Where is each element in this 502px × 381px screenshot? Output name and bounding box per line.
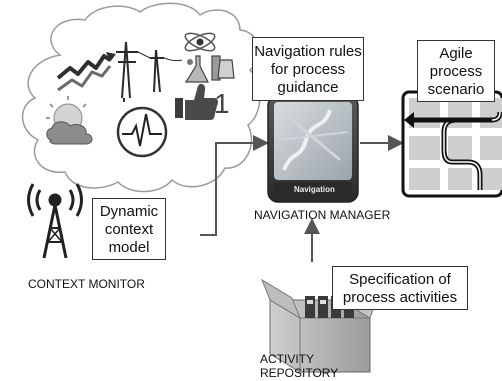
navigation-rules-box: Navigation rules for process guidance: [252, 37, 364, 101]
connector-context-to-navigation: [200, 135, 269, 236]
weather-icon: [46, 96, 93, 145]
antenna-icon: [27, 183, 83, 259]
specification-line-1: Specification of: [349, 271, 451, 288]
agile-scenario-line-3: scenario: [427, 81, 485, 98]
thumbs-up-icon: [175, 83, 218, 120]
dynamic-context-box: Dynamic context model: [92, 198, 166, 260]
dynamic-context-line-3: model: [108, 239, 150, 256]
agile-scenario-line-1: Agile: [439, 45, 473, 62]
stock-chart-icon: [56, 52, 116, 92]
navigation-rules-line-3: guidance: [277, 79, 339, 96]
specification-line-2: process activities: [342, 289, 458, 306]
specification-box: Specification of process activities: [332, 266, 468, 310]
navigation-manager-caption: NAVIGATION MANAGER: [254, 208, 391, 222]
dynamic-context-line-1: Dynamic: [99, 203, 159, 220]
dynamic-context-line-2: context: [104, 221, 154, 238]
agile-scenario-box: Agile process scenario: [417, 40, 495, 102]
context-monitor-caption: CONTEXT MONITOR: [28, 277, 145, 291]
activity-repository-caption-line-1: ACTIVITY: [260, 352, 315, 366]
science-icon: [184, 32, 235, 83]
navigation-device-icon: [267, 95, 359, 203]
power-pylon-icon: [116, 41, 183, 102]
route-map-icon: [401, 90, 502, 198]
navigation-rules-line-2: for process: [270, 61, 346, 78]
activity-repository-caption-line-2: REPOSITORY: [260, 366, 339, 380]
thumbs-up-count: 1: [214, 88, 230, 119]
heartbeat-icon: [116, 106, 168, 158]
navigation-rules-line-1: Navigation rules: [254, 43, 362, 60]
agile-scenario-line-2: process: [429, 63, 483, 80]
navigation-device-label: Navigation: [294, 185, 335, 194]
